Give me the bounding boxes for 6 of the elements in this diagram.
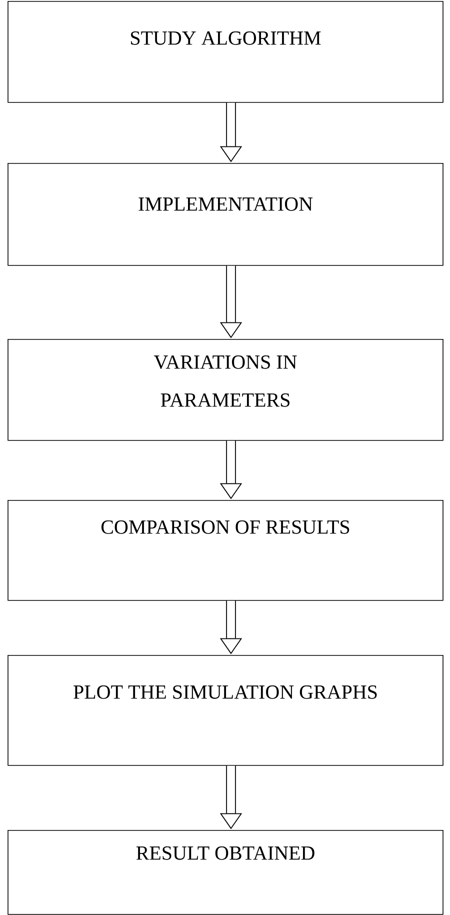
process-box: RESULT OBTAINED [8,830,444,915]
process-box: PLOT THE SIMULATION GRAPHS [8,655,444,766]
process-box: COMPARISON OF RESULTS [8,500,444,601]
process-box: STUDY ALGORITHM [8,1,444,103]
process-box: IMPLEMENTATION [8,163,444,266]
process-box: VARIATIONS IN PARAMETERS [8,339,444,441]
